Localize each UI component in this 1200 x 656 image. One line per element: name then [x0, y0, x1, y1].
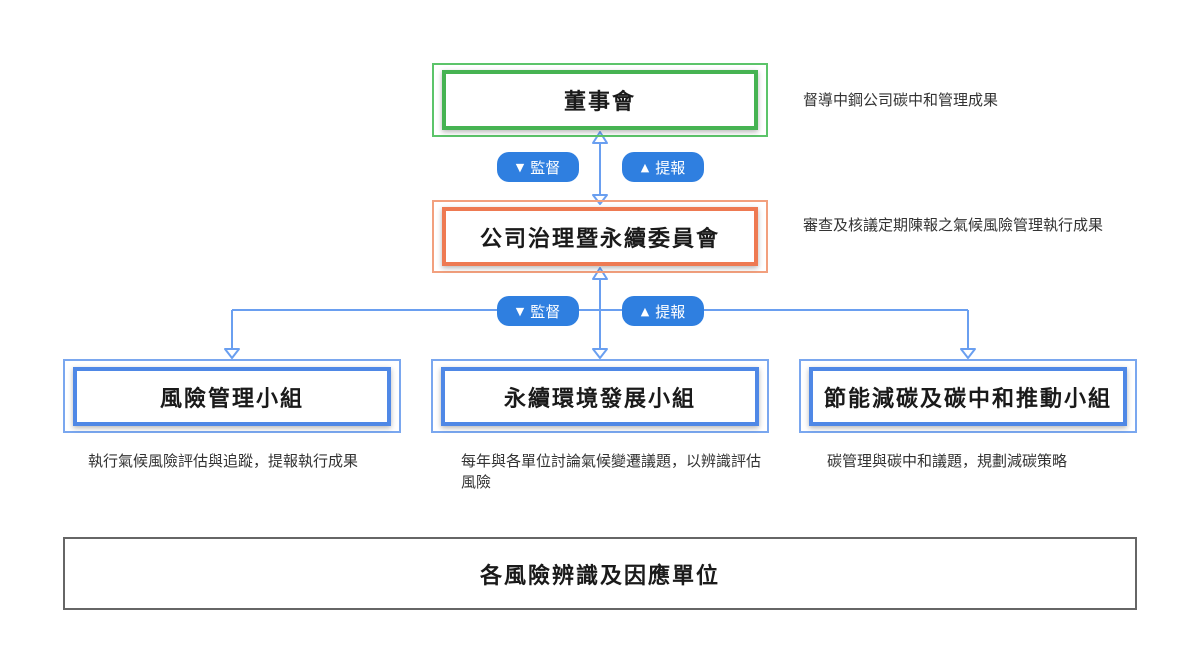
units-label: 各風險辨識及因應單位 — [479, 563, 720, 589]
supervise-label: 監督 — [530, 302, 561, 321]
carbon-group-box-outline — [799, 359, 1137, 433]
supervise-pill-2: ▼ 監督 — [497, 296, 579, 326]
carbon-group-description: 碳管理與碳中和議題，規劃減碳策略 — [827, 452, 1068, 470]
sustain-group-label: 永續環境發展小組 — [503, 386, 696, 412]
report-pill-1: ▲ 提報 — [622, 152, 704, 182]
arrow-up-committee — [592, 267, 608, 280]
risk-group-box-outline — [63, 359, 401, 433]
triangle-up-icon: ▲ — [640, 304, 650, 318]
triangle-down-icon: ▼ — [515, 160, 525, 174]
risk-group-node: 風險管理小組 — [73, 367, 391, 426]
carbon-group-node: 節能減碳及碳中和推動小組 — [809, 367, 1127, 426]
committee-box-outline — [432, 200, 768, 273]
report-label: 提報 — [655, 302, 686, 321]
arrow-down-carbon — [960, 348, 976, 359]
committee-node: 公司治理暨永續委員會 — [442, 207, 758, 266]
board-label: 董事會 — [563, 90, 636, 115]
report-label: 提報 — [655, 158, 686, 177]
board-box-outline — [432, 63, 768, 137]
arrow-down-committee — [592, 194, 608, 205]
risk-group-label: 風險管理小組 — [159, 386, 304, 412]
sustain-group-description: 每年與各單位討論氣候變遷議題，以辨識評估風險 — [461, 452, 762, 491]
board-node: 董事會 — [442, 70, 758, 130]
units-node: 各風險辨識及因應單位 — [63, 537, 1137, 610]
carbon-group-label: 節能減碳及碳中和推動小組 — [823, 386, 1112, 412]
supervise-label: 監督 — [530, 158, 561, 177]
sustain-group-box-outline — [431, 359, 769, 433]
committee-label: 公司治理暨永續委員會 — [479, 226, 720, 252]
triangle-down-icon: ▼ — [515, 304, 525, 318]
sustain-group-node: 永續環境發展小組 — [441, 367, 759, 426]
arrow-down-sustain — [592, 348, 608, 359]
triangle-up-icon: ▲ — [640, 160, 650, 174]
committee-description: 審查及核議定期陳報之氣候風險管理執行成果 — [803, 216, 1104, 234]
arrow-down-risk — [224, 348, 240, 359]
risk-group-description: 執行氣候風險評估與追蹤，提報執行成果 — [88, 452, 359, 470]
report-pill-2: ▲ 提報 — [622, 296, 704, 326]
board-description: 督導中鋼公司碳中和管理成果 — [803, 91, 999, 109]
supervise-pill-1: ▼ 監督 — [497, 152, 579, 182]
arrow-up-board — [592, 131, 608, 144]
